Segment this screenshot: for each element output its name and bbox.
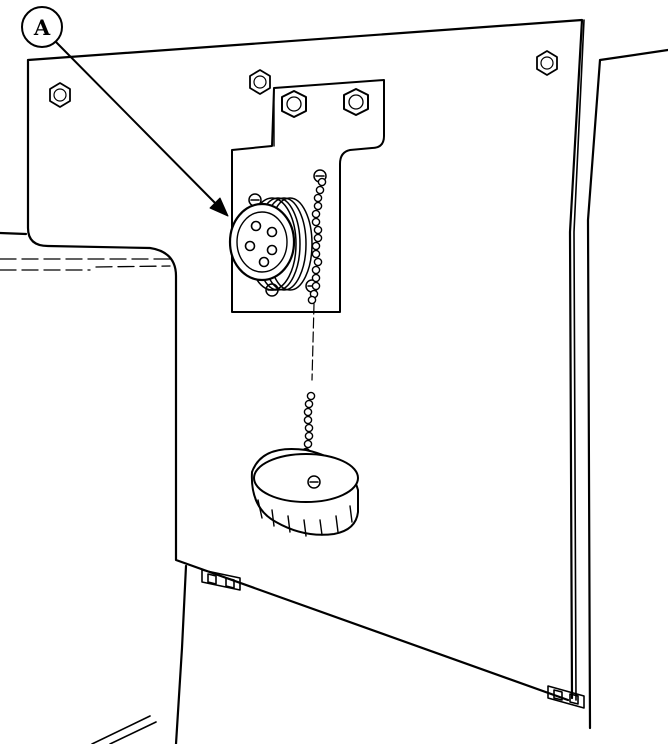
connector-receptacle bbox=[228, 197, 313, 291]
callout-arrowhead bbox=[209, 197, 229, 217]
base-rail bbox=[91, 715, 157, 744]
clip-right bbox=[547, 685, 585, 709]
screw-icon bbox=[307, 475, 321, 489]
connector-dust-cap bbox=[250, 448, 359, 537]
panel-nuts bbox=[49, 50, 558, 108]
bottom-clips bbox=[201, 569, 585, 709]
connector-pins bbox=[244, 220, 278, 268]
cap-grip-ribs bbox=[257, 499, 353, 537]
bolt-icon bbox=[281, 90, 307, 118]
clip-left bbox=[201, 569, 241, 591]
callout-leader bbox=[53, 39, 223, 211]
callout-circle bbox=[21, 6, 63, 48]
panel-outline bbox=[26, 18, 584, 702]
bead-chain bbox=[307, 177, 327, 305]
callout-label: A bbox=[33, 15, 51, 40]
hex-nut-icon bbox=[249, 69, 271, 95]
chain-strand bbox=[311, 303, 315, 381]
cap-top bbox=[253, 453, 359, 503]
right-frame bbox=[586, 48, 668, 730]
left-frame bbox=[0, 231, 188, 744]
callout-a: A bbox=[21, 6, 229, 217]
left-shelf-lines bbox=[0, 258, 171, 271]
bolt-icon bbox=[343, 88, 369, 116]
bracket-plate bbox=[231, 79, 385, 313]
hex-nut-icon bbox=[49, 82, 71, 108]
access-panel bbox=[0, 18, 668, 744]
hex-nut-icon bbox=[536, 50, 558, 76]
panel-fold-edge bbox=[573, 19, 585, 701]
connector-face bbox=[228, 202, 296, 282]
